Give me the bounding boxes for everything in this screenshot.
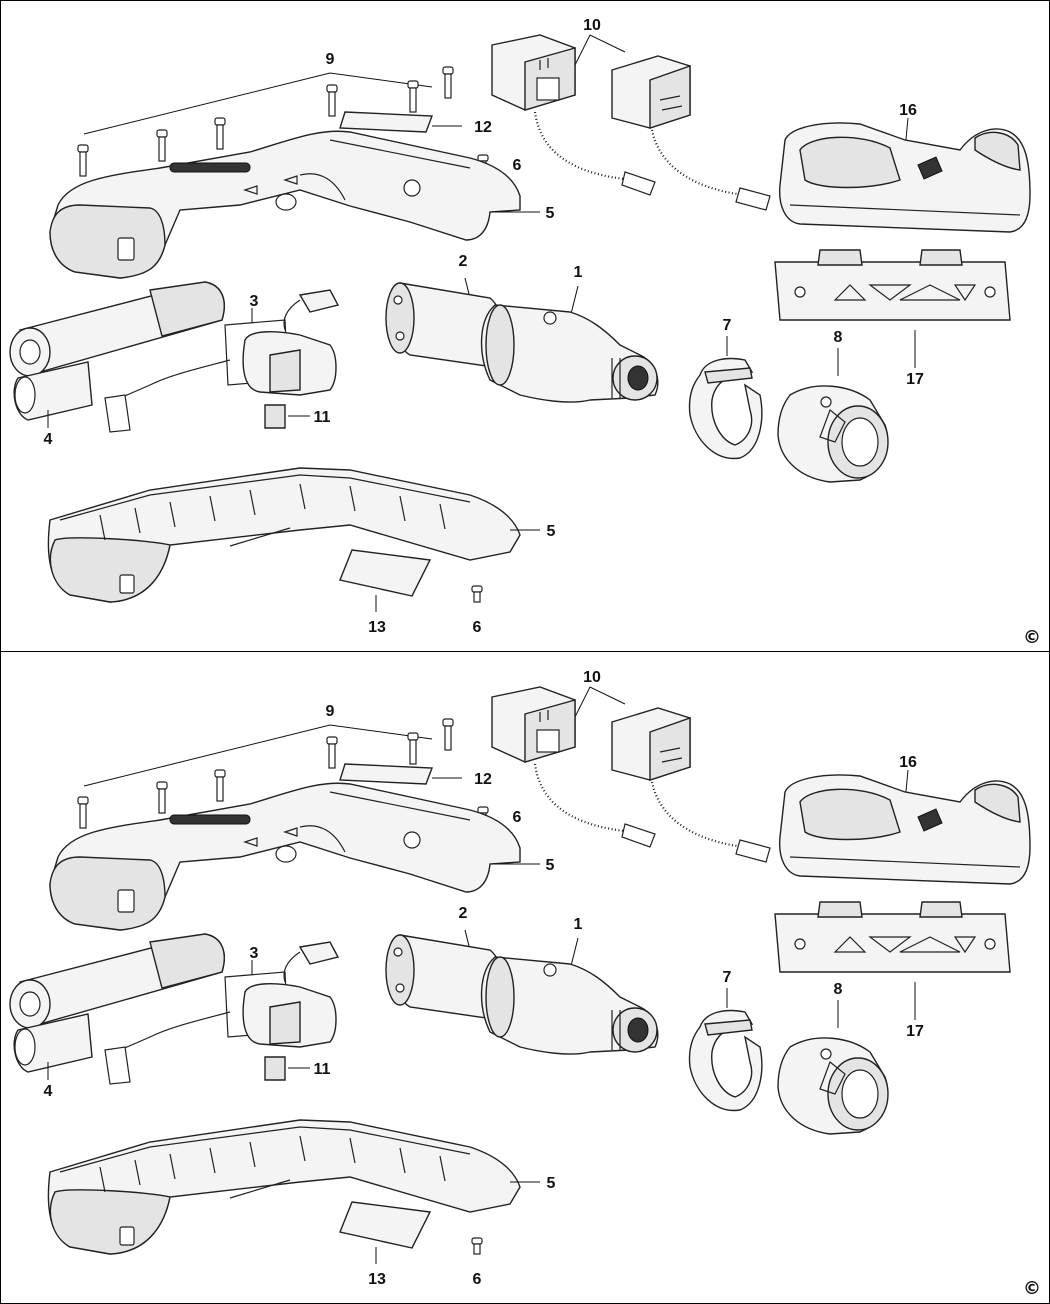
- panel-drawing-top: [8, 33, 1032, 614]
- callout-5-lower: 5: [547, 1175, 556, 1192]
- callout-9: 9: [326, 703, 335, 720]
- callouts-top-panel: 9 10 16 12 6 5 2 1 3 7 8 17 11 4 5 13 6 …: [44, 17, 1041, 648]
- callout-7: 7: [723, 317, 732, 334]
- callout-5-lower: 5: [547, 523, 556, 540]
- copyright-mark-top: ©: [1023, 627, 1041, 648]
- callout-17: 17: [906, 1023, 924, 1040]
- panel-drawing-bottom: [8, 685, 1032, 1266]
- callout-2: 2: [459, 905, 468, 922]
- callout-13: 13: [368, 619, 386, 636]
- callout-2: 2: [459, 253, 468, 270]
- callout-4: 4: [44, 431, 53, 448]
- callout-8: 8: [834, 981, 843, 998]
- callout-13: 13: [368, 1271, 386, 1288]
- callout-10: 10: [583, 669, 601, 686]
- callout-7: 7: [723, 969, 732, 986]
- callout-6-top: 6: [513, 809, 522, 826]
- copyright-mark-bottom: ©: [1023, 1278, 1041, 1299]
- callout-16: 16: [899, 754, 917, 771]
- callout-11: 11: [314, 1061, 331, 1078]
- callout-4: 4: [44, 1083, 53, 1100]
- callout-1: 1: [574, 264, 583, 281]
- callout-6-top: 6: [513, 157, 522, 174]
- callout-9: 9: [326, 51, 335, 68]
- callout-10: 10: [583, 17, 601, 34]
- callout-1: 1: [574, 916, 583, 933]
- callout-8: 8: [834, 329, 843, 346]
- callout-12: 12: [474, 771, 492, 788]
- callout-17: 17: [906, 371, 924, 388]
- callout-6-bottom: 6: [473, 619, 482, 636]
- callout-5-upper: 5: [546, 857, 555, 874]
- callout-12: 12: [474, 119, 492, 136]
- callout-3: 3: [250, 945, 259, 962]
- callout-3: 3: [250, 293, 259, 310]
- callout-5-upper: 5: [546, 205, 555, 222]
- callout-6-bottom: 6: [473, 1271, 482, 1288]
- callouts-bottom-panel: 9 10 16 12 6 5 2 1 3 7 8 17 11 4 5 13 6 …: [44, 669, 1041, 1299]
- callout-16: 16: [899, 102, 917, 119]
- callout-11: 11: [314, 409, 331, 426]
